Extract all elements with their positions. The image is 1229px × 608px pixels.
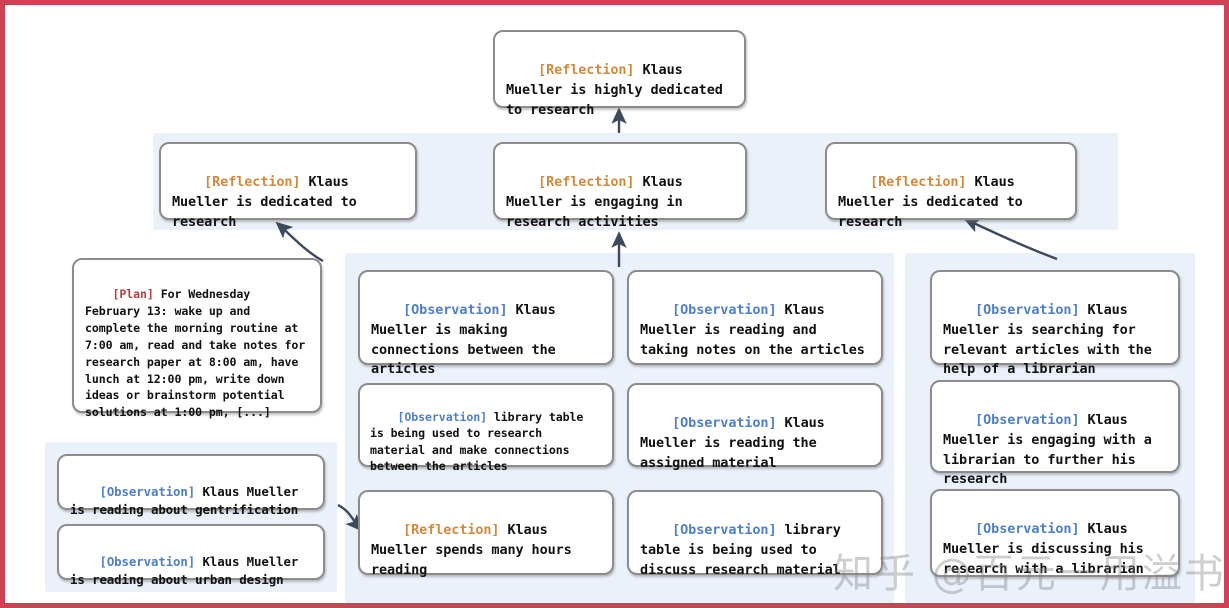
node-text: library table is being used to discuss r… [640, 521, 849, 578]
observation-tag: [Observation] [975, 301, 1080, 318]
observation-tag: [Observation] [975, 411, 1080, 428]
observation-tag: [Observation] [975, 520, 1080, 537]
node-col3-observation-2[interactable]: [Observation] Klaus Mueller is engaging … [930, 380, 1180, 487]
observation-tag: [Observation] [403, 301, 508, 318]
plan-tag: [Plan] [112, 286, 154, 301]
node-bottom-observation-2[interactable]: [Observation] Klaus Mueller is reading a… [57, 524, 325, 587]
reflection-tag: [Reflection] [870, 173, 967, 190]
node-text: Klaus Mueller is reading and taking note… [640, 301, 865, 358]
observation-tag: [Observation] [397, 410, 488, 425]
observation-tag: [Observation] [672, 521, 777, 538]
node-text: Klaus Mueller is dedicated to research [838, 173, 1031, 230]
node-reflection-3[interactable]: [Reflection] Klaus Mueller is dedicated … [825, 142, 1077, 230]
node-text: Klaus Mueller is making connections betw… [371, 301, 564, 378]
node-text: Klaus Mueller spends many hours reading [371, 521, 580, 578]
node-col1-reflection[interactable]: [Reflection] Klaus Mueller spends many h… [358, 490, 614, 578]
node-text: Klaus Mueller is engaging with a librari… [943, 411, 1160, 488]
node-reflection-2[interactable]: [Reflection] Klaus Mueller is engaging i… [493, 142, 747, 230]
node-col1-observation-2[interactable]: [Observation] library table is being use… [358, 383, 614, 473]
node-text: For Wednesday February 13: wake up and c… [85, 286, 313, 420]
node-col1-observation-1[interactable]: [Observation] Klaus Mueller is making co… [358, 270, 614, 377]
node-text: library table is being used to research … [370, 410, 591, 473]
node-col2-observation-1[interactable]: [Observation] Klaus Mueller is reading a… [627, 270, 883, 365]
node-text: Klaus Mueller is reading the assigned ma… [640, 414, 833, 471]
node-text: Klaus Mueller is searching for relevant … [943, 301, 1160, 378]
node-text: Klaus Mueller is dedicated to research [172, 173, 365, 230]
reflection-tag: [Reflection] [204, 173, 301, 190]
node-col2-observation-2[interactable]: [Observation] Klaus Mueller is reading t… [627, 383, 883, 471]
reflection-tag: [Reflection] [538, 173, 635, 190]
observation-tag: [Observation] [99, 553, 196, 569]
node-bottom-observation-1[interactable]: [Observation] Klaus Mueller is reading a… [57, 454, 325, 517]
reflection-tag: [Reflection] [538, 61, 635, 78]
node-plan[interactable]: [Plan] For Wednesday February 13: wake u… [72, 258, 322, 419]
node-text: Klaus Mueller is discussing his research… [943, 520, 1152, 577]
node-col2-observation-3[interactable]: [Observation] library table is being use… [627, 490, 883, 578]
node-col3-observation-1[interactable]: [Observation] Klaus Mueller is searching… [930, 270, 1180, 377]
node-col3-observation-3[interactable]: [Observation] Klaus Mueller is discussin… [930, 489, 1180, 577]
observation-tag: [Observation] [99, 483, 196, 499]
node-text: Klaus Mueller is engaging in research ac… [506, 173, 691, 230]
observation-tag: [Observation] [672, 414, 777, 431]
node-text: Klaus Mueller is reading about urban des… [70, 553, 306, 587]
node-text: Klaus Mueller is reading about gentrific… [70, 483, 306, 517]
node-text: Klaus Mueller is highly dedicated to res… [506, 61, 731, 118]
node-reflection-1[interactable]: [Reflection] Klaus Mueller is dedicated … [159, 142, 417, 230]
node-root-reflection[interactable]: [Reflection] Klaus Mueller is highly ded… [493, 30, 746, 118]
reflection-tag: [Reflection] [403, 521, 500, 538]
observation-tag: [Observation] [672, 301, 777, 318]
